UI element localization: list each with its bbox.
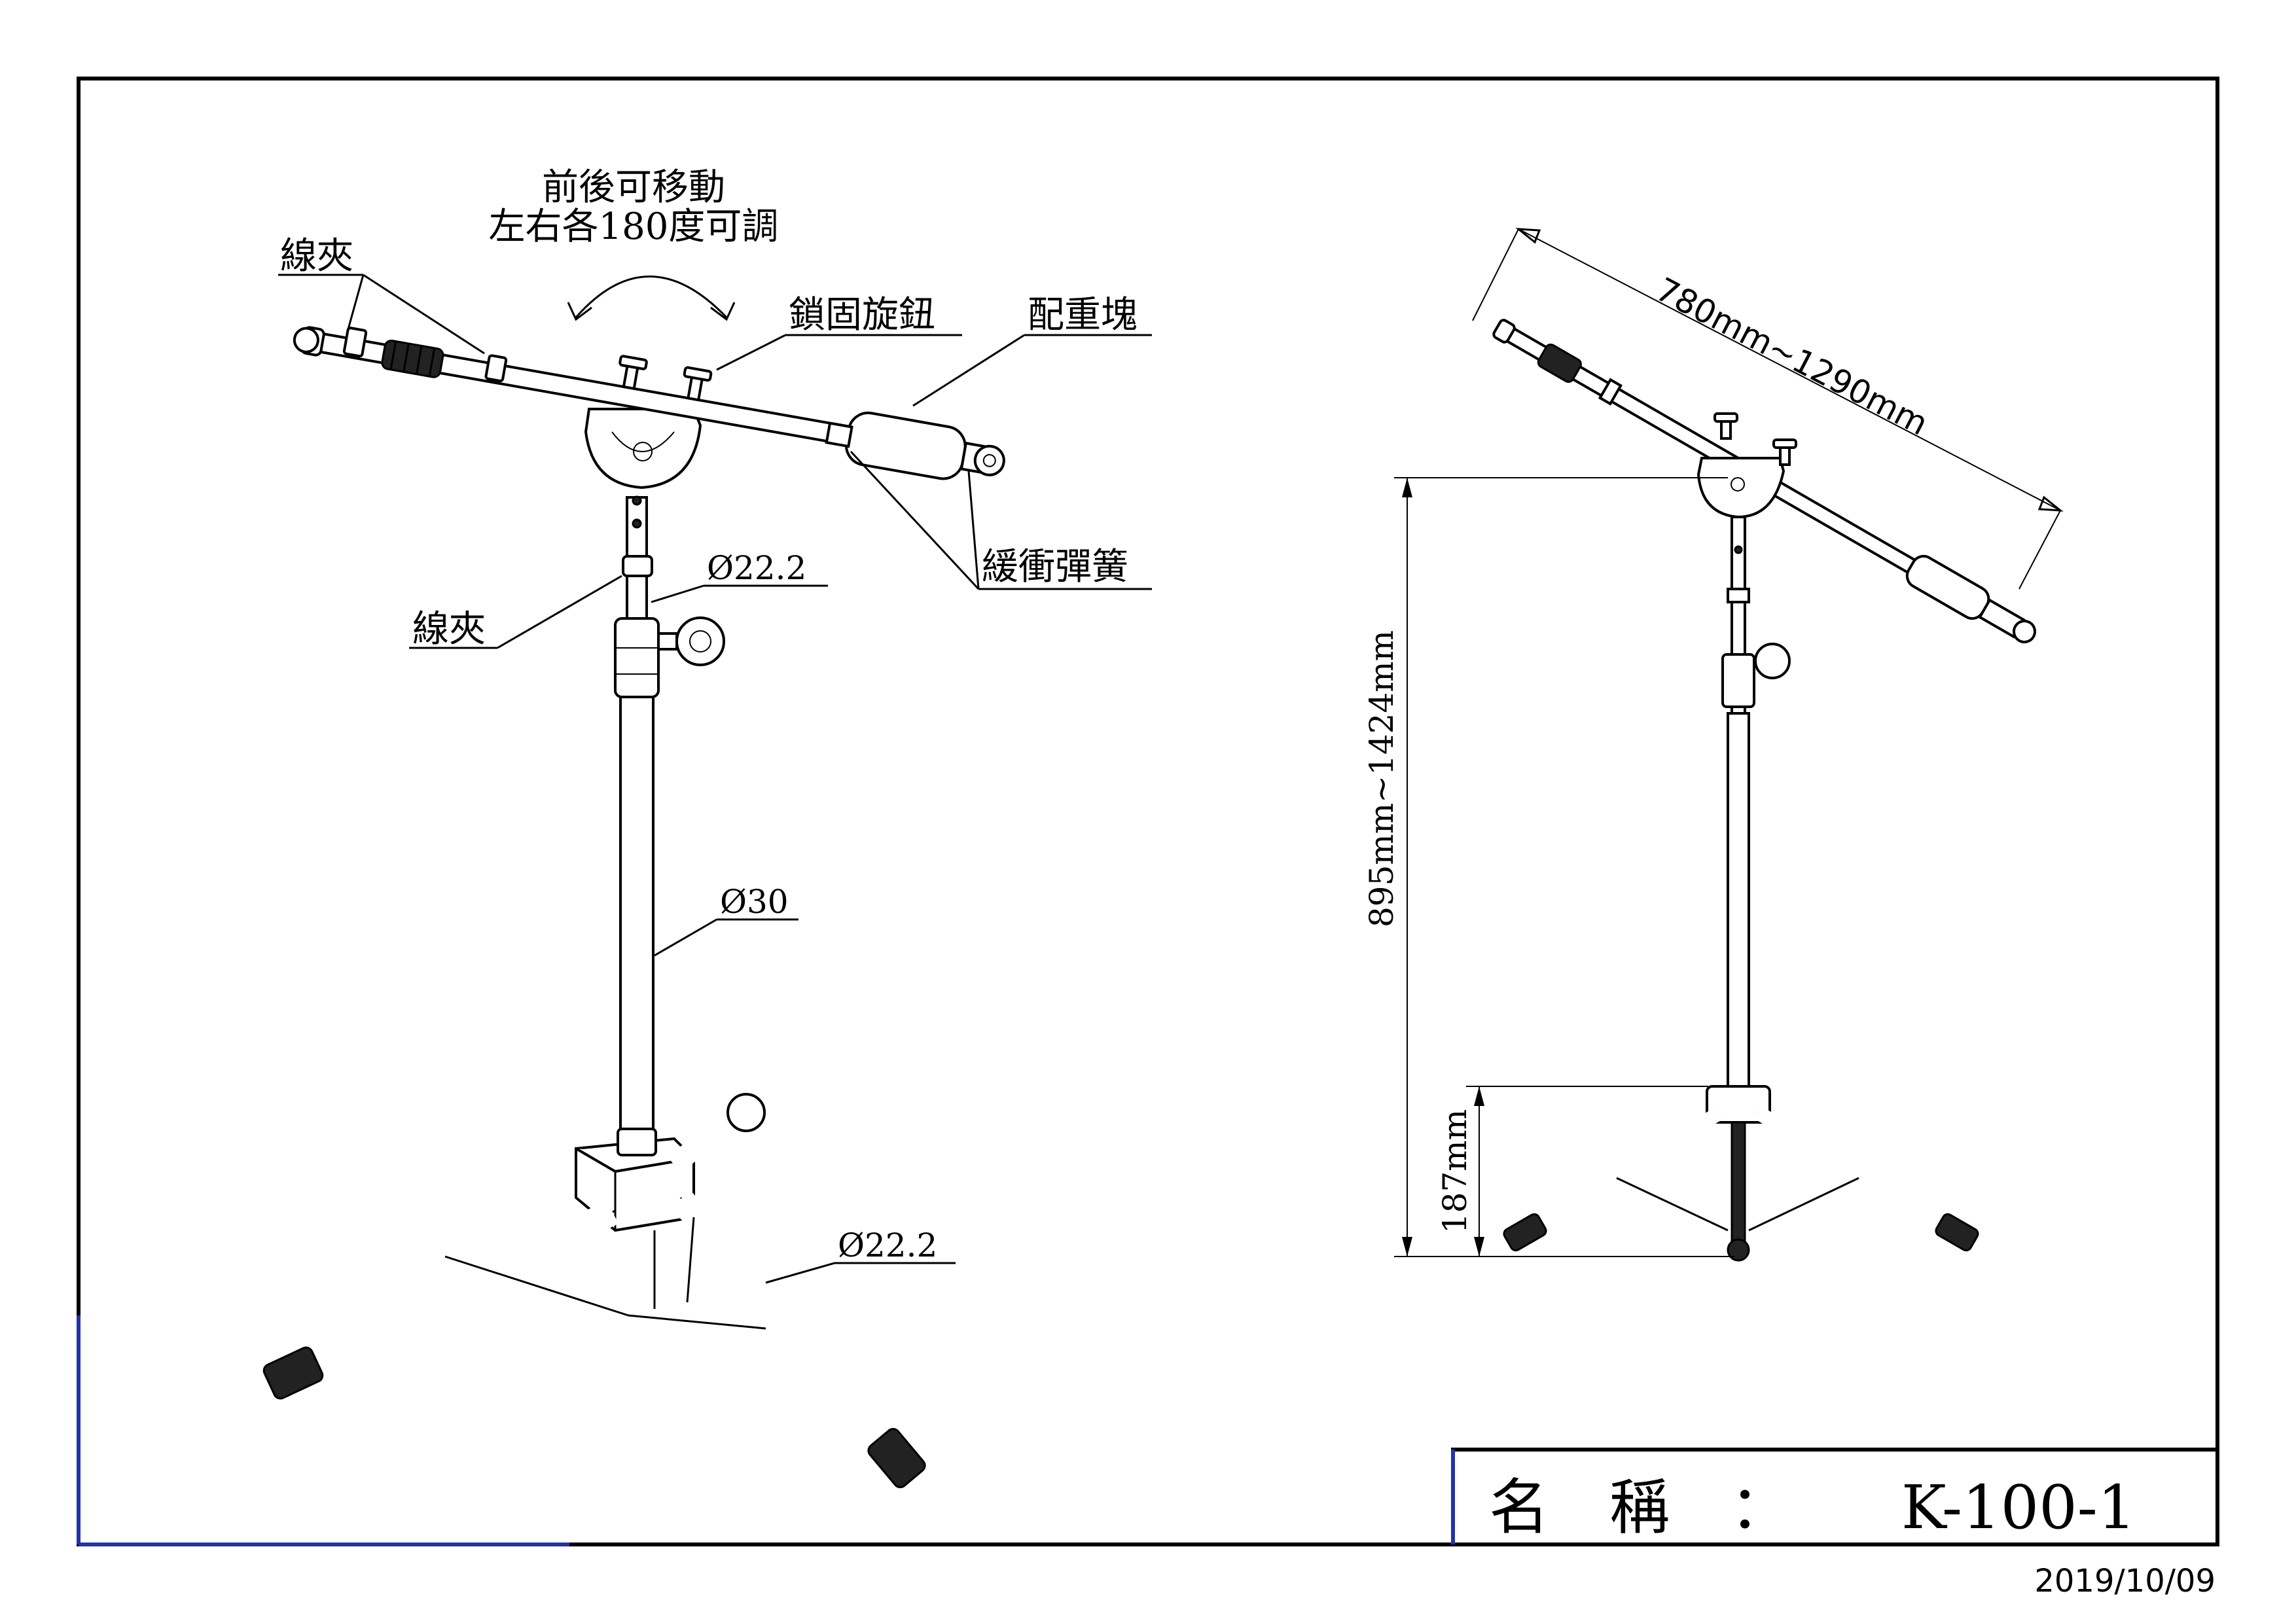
dim-leg-diameter: Ø22.2 (838, 1226, 937, 1264)
label-cable-clip-mid: 線夾 (412, 608, 486, 651)
dim-boom-line (1518, 228, 2061, 511)
title-name-label: 名 稱 ： (1489, 1472, 1790, 1543)
label-cable-clip-top: 線夾 (280, 235, 353, 277)
dim-main-tube-diameter: Ø30 (720, 883, 789, 921)
dim-boom-length: 780mm~1290mm (1650, 270, 1934, 443)
adjust-note-line-1: 前後可移動 (542, 166, 725, 209)
drawing-frame (77, 77, 2219, 1546)
right-view-stand (1492, 319, 2037, 1262)
title-model: K-100-1 (1901, 1472, 2136, 1543)
label-buffer-spring: 緩衝彈簧 (982, 546, 1128, 588)
dim-upper-tube-diameter: Ø22.2 (707, 549, 806, 587)
title-block (1451, 1448, 2219, 1546)
label-lock-knob: 鎖固旋鈕 (789, 294, 935, 336)
adjust-note-line-2: 左右各180度可調 (489, 205, 779, 248)
rotation-arrow-icon (575, 276, 728, 319)
dim-leg-height: 187mm (1436, 1109, 1474, 1234)
drawing-date: 2019/10/09 (2034, 1563, 2215, 1599)
label-counterweight: 配重塊 (1028, 294, 1138, 336)
dim-height: 895mm~1424mm (1363, 630, 1401, 927)
left-view-stand (262, 326, 1005, 1489)
